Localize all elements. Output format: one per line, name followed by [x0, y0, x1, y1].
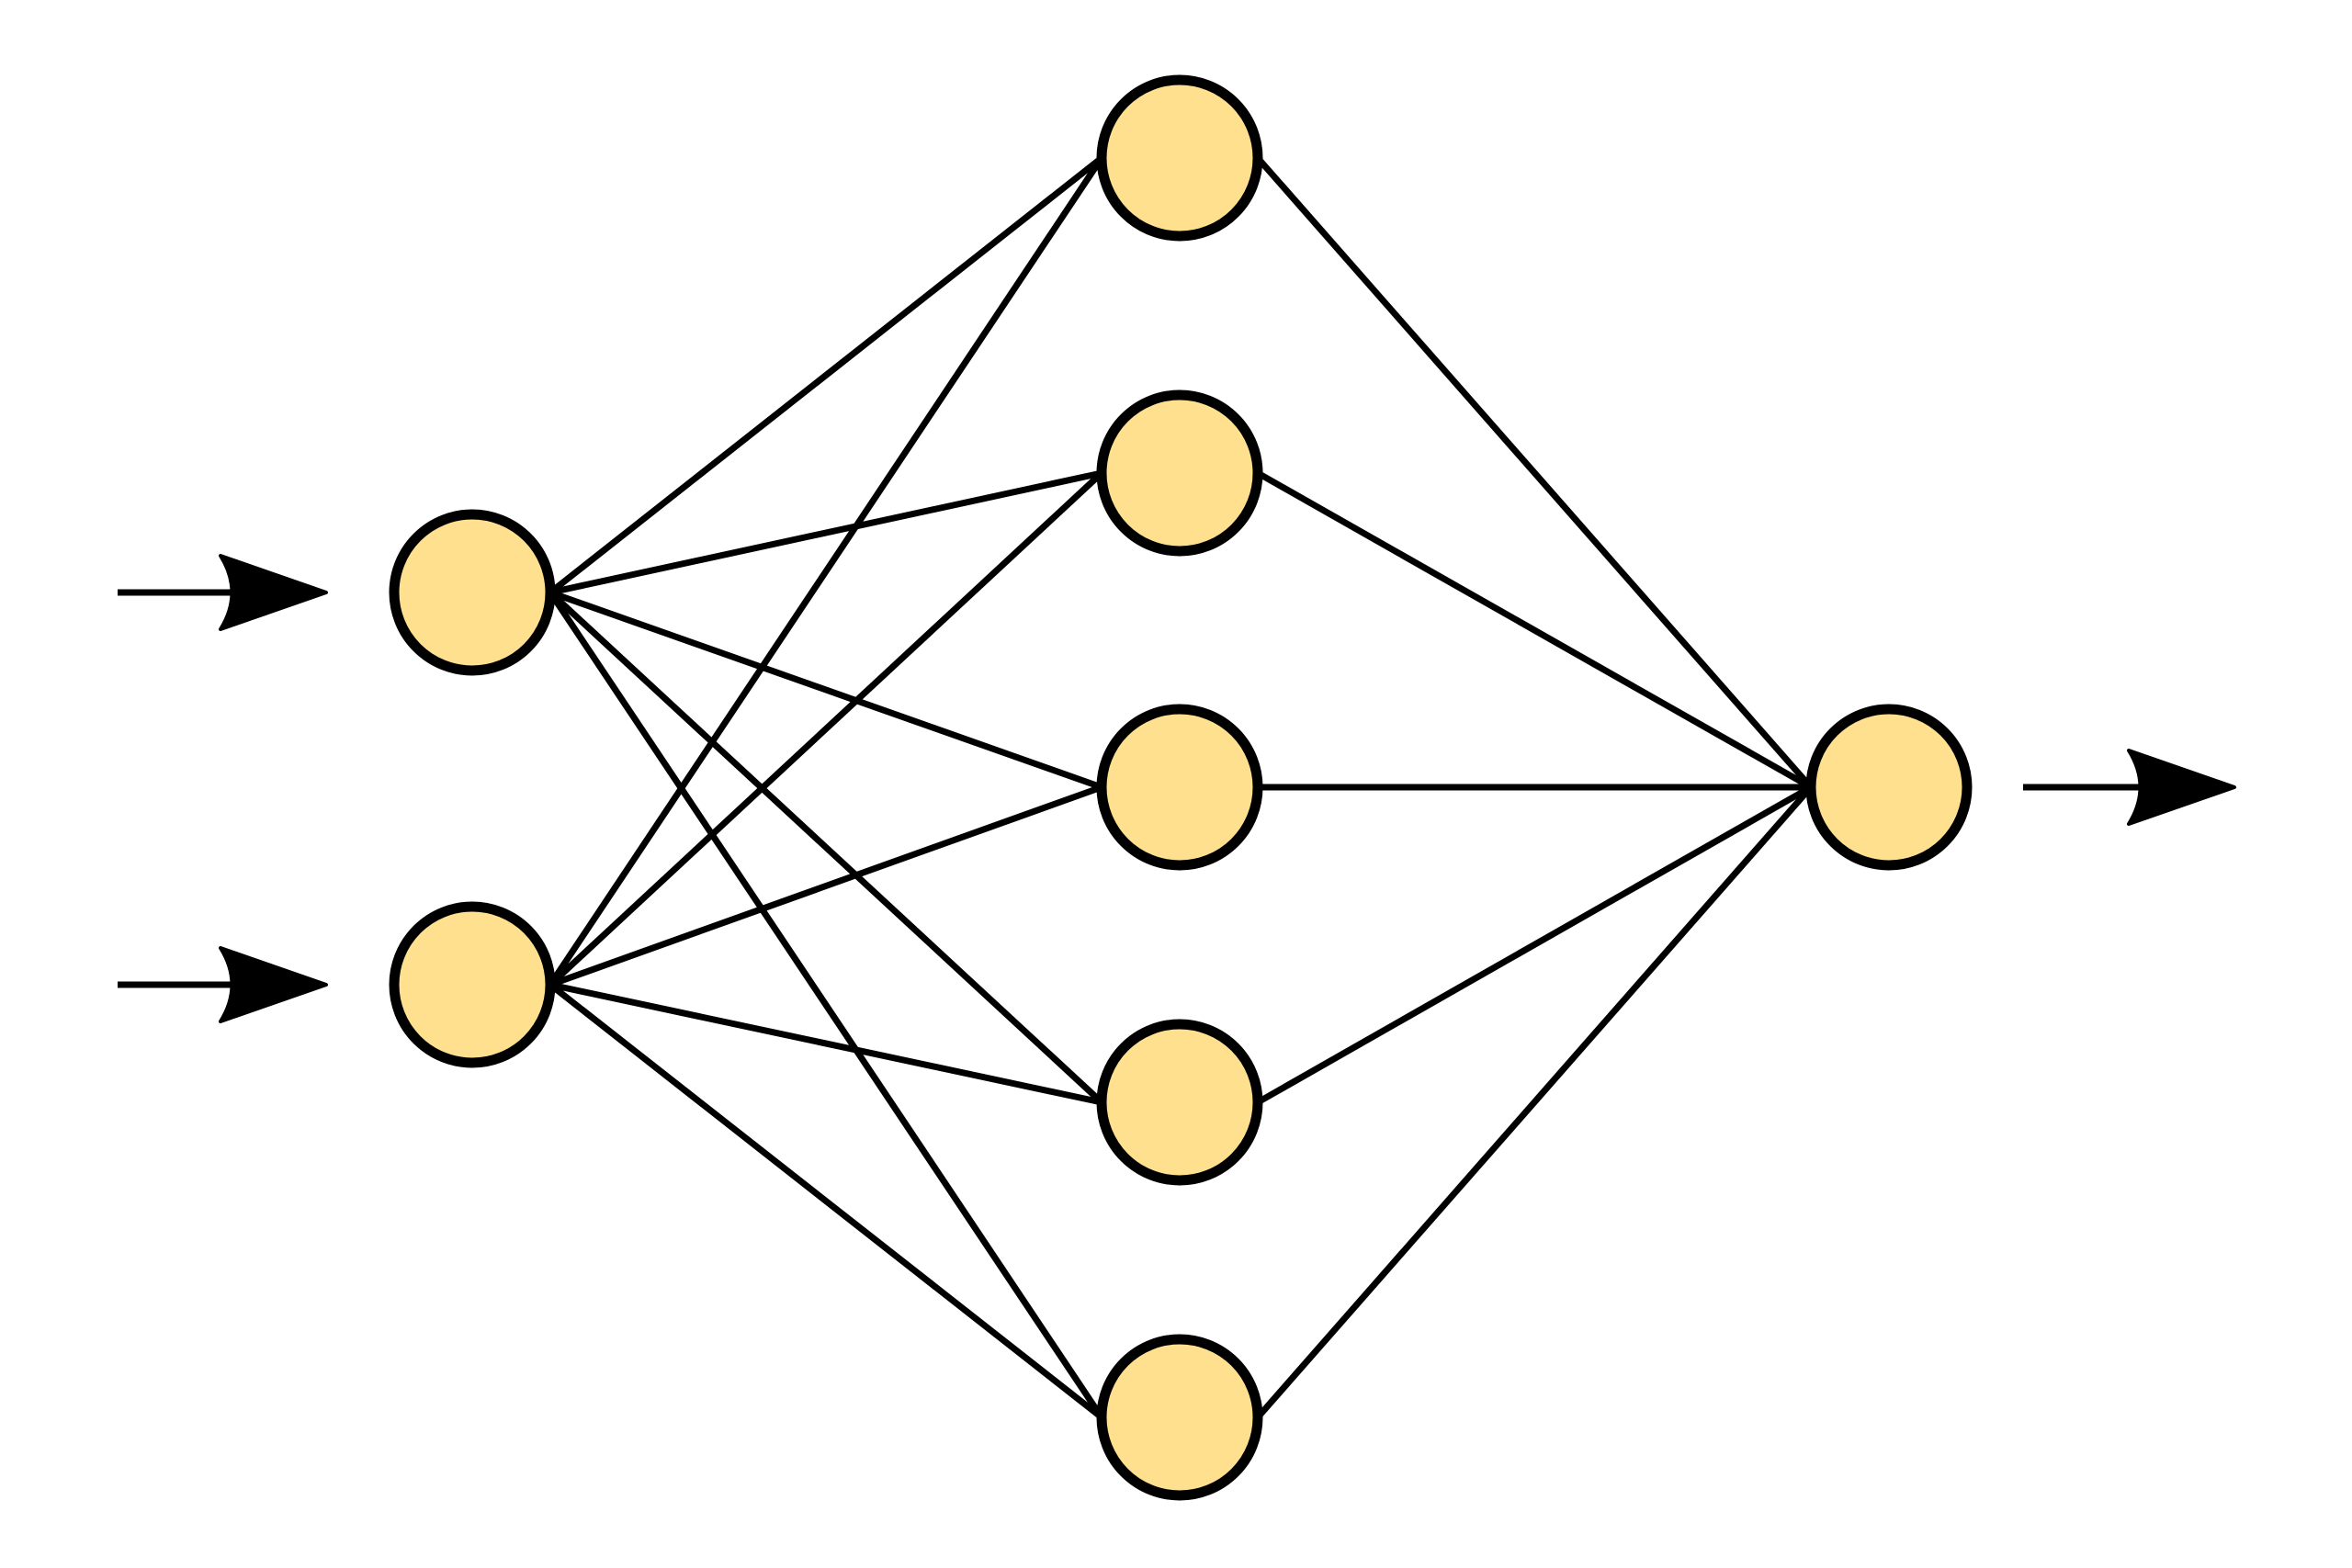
hidden-node-2	[1096, 389, 1263, 557]
edge-input-2-to-hidden-3	[548, 784, 1103, 988]
edge-hidden-4-to-output-1	[1256, 784, 1813, 1106]
input-node-1	[389, 509, 556, 676]
edge-hidden-2-to-output-1	[1256, 469, 1813, 791]
edge-input-1-to-hidden-3	[548, 589, 1103, 791]
input-node-2	[389, 901, 556, 1068]
hidden-node-3	[1096, 704, 1263, 871]
output-arrow-1	[2023, 749, 2236, 826]
hidden-node-4	[1096, 1019, 1263, 1186]
connections	[548, 155, 1814, 1420]
edge-hidden-5-to-output-1	[1255, 784, 1814, 1420]
input-arrow-2	[118, 946, 328, 1023]
edge-input-2-to-hidden-4	[549, 981, 1102, 1106]
edge-input-1-to-hidden-4	[548, 590, 1104, 1105]
input-arrow-1	[118, 554, 328, 631]
edge-input-2-to-hidden-5	[548, 982, 1104, 1420]
output-arrow-1-head	[2127, 749, 2236, 826]
edge-input-1-to-hidden-5	[548, 591, 1104, 1419]
edge-input-1-to-hidden-1	[548, 155, 1104, 595]
io-arrows	[118, 554, 2236, 1023]
edge-hidden-1-to-output-1	[1255, 155, 1814, 790]
hidden-node-5	[1096, 1334, 1263, 1501]
edge-input-2-to-hidden-2	[548, 470, 1104, 987]
input-arrow-2-head	[219, 946, 328, 1023]
hidden-node-1	[1096, 74, 1263, 242]
neurons	[389, 74, 1973, 1501]
input-arrow-1-head	[219, 554, 328, 631]
edge-input-1-to-hidden-2	[549, 469, 1102, 596]
edge-input-2-to-hidden-1	[548, 156, 1104, 987]
output-node-1	[1805, 704, 1973, 871]
